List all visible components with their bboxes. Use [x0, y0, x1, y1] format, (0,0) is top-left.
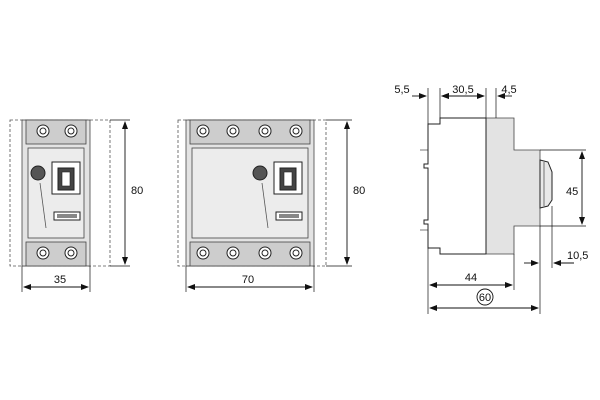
terminal-screw	[196, 124, 210, 138]
dim-label-10-5: 10,5	[567, 250, 588, 262]
height-label-80: 80	[353, 185, 365, 197]
width-label-70: 70	[242, 274, 254, 286]
reference-dimension-circle	[476, 288, 494, 306]
panel-slant-line	[39, 182, 47, 229]
terminal-screw	[226, 246, 240, 260]
terminal-screw	[64, 246, 78, 260]
toggle-protrusion	[539, 159, 553, 209]
terminal-screw	[289, 124, 303, 138]
terminal-screw	[226, 124, 240, 138]
panel-slant-line	[261, 182, 269, 229]
indicator-slot	[279, 214, 299, 218]
terminal-screw	[36, 124, 50, 138]
toggle-lever-inner	[283, 171, 293, 187]
terminal-screw	[64, 124, 78, 138]
terminal-screw	[196, 246, 210, 260]
test-button	[30, 165, 46, 181]
dim-label-4-5: 4,5	[501, 84, 516, 96]
test-button	[252, 165, 268, 181]
dim-label-45: 45	[566, 186, 578, 198]
indicator-slot	[57, 214, 77, 218]
terminal-screw	[258, 246, 272, 260]
side-profile-rear	[423, 117, 487, 255]
toggle-lever-inner	[61, 171, 71, 187]
front-view-2-pole: 35 80	[9, 119, 143, 292]
dim-label-5-5: 5,5	[394, 84, 409, 96]
dim-label-44: 44	[465, 272, 477, 284]
dim-label-30-5: 30,5	[452, 84, 473, 96]
terminal-screw	[36, 246, 50, 260]
side-view: 5,5 30,5 4,5 45 10,5 44 60	[394, 84, 588, 314]
width-label-35: 35	[54, 274, 66, 286]
dim-label-60: 60	[479, 292, 491, 304]
front-view-4-pole: 70 80	[177, 119, 365, 292]
terminal-screw	[258, 124, 272, 138]
terminal-screw	[289, 246, 303, 260]
height-label-80: 80	[131, 185, 143, 197]
side-profile-front	[485, 117, 541, 255]
